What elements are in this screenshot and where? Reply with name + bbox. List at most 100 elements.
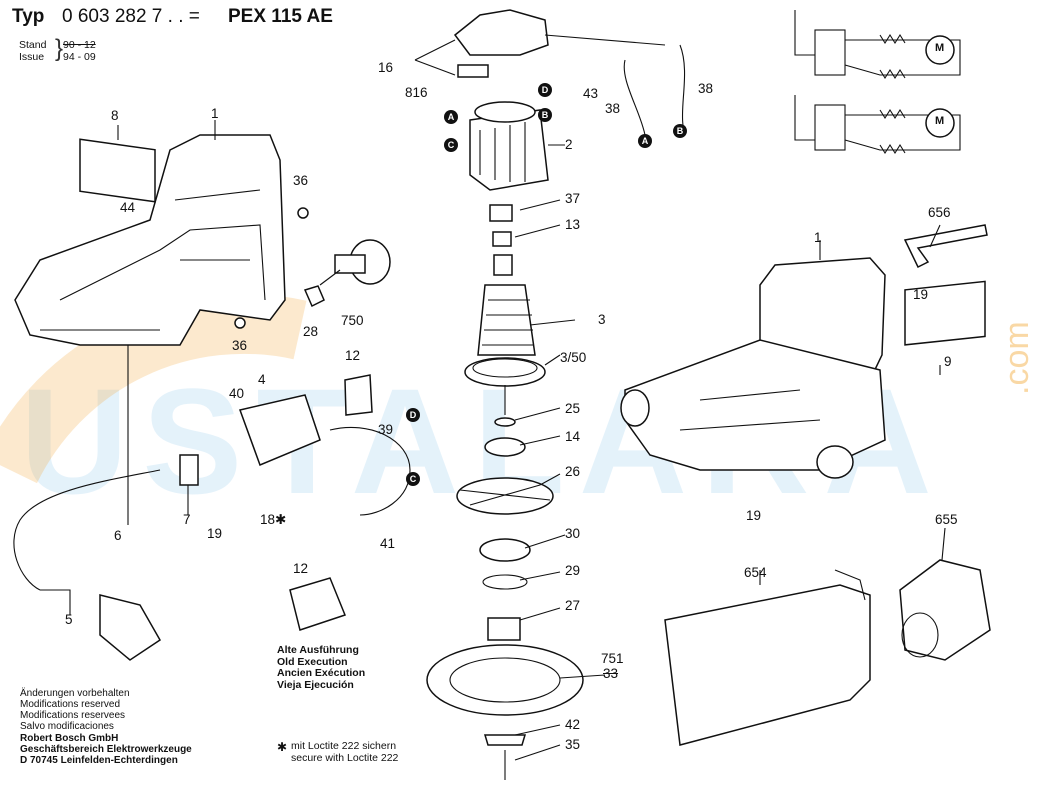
changes-note-line: Salvo modificaciones	[20, 721, 114, 732]
part-28	[303, 285, 325, 308]
callout-816: 816	[405, 85, 428, 100]
callout-656: 656	[928, 205, 951, 220]
callout-39: 39	[378, 422, 394, 437]
company-address: Robert Bosch GmbH Geschäftsbereich Elekt…	[20, 733, 192, 766]
badge-c-switch: C	[406, 472, 420, 486]
washer-36a	[297, 207, 309, 219]
badge-d-switch: D	[406, 408, 420, 422]
issue-value: 94 - 09	[63, 51, 96, 63]
old-execution-note: Alte Ausführung Old Execution Ancien Exé…	[277, 644, 366, 691]
stand-value: 90 - 12	[63, 39, 96, 51]
callout-13: 13	[565, 217, 581, 232]
callout-29: 29	[565, 563, 581, 578]
changes-note: Änderungen vorbehalten Modifications res…	[20, 688, 130, 732]
callout-6: 6	[114, 528, 122, 543]
wiring-diagram-b	[794, 95, 961, 155]
loctite-note-line: mit Loctite 222 sichern	[291, 740, 397, 752]
badge-b-motor: B	[538, 108, 552, 122]
wire-38-b	[679, 44, 686, 126]
stand-label: Stand	[19, 39, 47, 51]
header-part-number: 0 603 282 7 . . =	[62, 6, 200, 27]
callout-26: 26	[565, 464, 581, 479]
badge-a-motor: A	[444, 110, 458, 124]
callout-18: 18✱	[260, 512, 287, 527]
callout-27: 27	[565, 598, 581, 613]
callout-12-top: 12	[345, 348, 361, 363]
header-model: PEX 115 AE	[228, 6, 333, 27]
callout-33: 33	[603, 666, 619, 681]
leader-lines	[40, 120, 946, 761]
callout-19-a: 19	[207, 526, 223, 541]
company-line: Robert Bosch GmbH	[20, 733, 119, 744]
callout-30: 30	[565, 526, 581, 541]
changes-note-line: Modifications reservees	[20, 710, 126, 721]
wiring-diagram-a	[794, 10, 961, 80]
old-execution-line: Alte Ausführung	[277, 644, 359, 656]
header-brace: }	[55, 35, 64, 62]
callout-654: 654	[744, 565, 767, 580]
callout-8: 8	[111, 108, 119, 123]
motor-label-b: M	[935, 115, 945, 127]
adapter-655	[899, 559, 991, 661]
callout-3-50: 3/50	[560, 350, 587, 365]
loctite-note-line: secure with Loctite 222	[291, 751, 399, 764]
knob-750	[319, 239, 391, 286]
label-plate-8	[79, 138, 156, 203]
assembled-sander	[620, 257, 986, 479]
badge-b-wire: B	[673, 124, 687, 138]
old-execution-line: Vieja Ejecución	[277, 678, 354, 691]
callout-2: 2	[565, 137, 573, 152]
callout-1-right: 1	[814, 230, 822, 245]
old-execution-line: Old Execution	[277, 655, 348, 668]
callout-750: 750	[341, 313, 364, 328]
callout-9: 9	[944, 354, 952, 369]
changes-note-line: Modifications reserved	[20, 699, 121, 710]
label-plate-9	[904, 280, 986, 346]
callout-40: 40	[229, 386, 245, 401]
watermark-arc	[0, 293, 307, 484]
callout-43: 43	[583, 86, 599, 101]
callout-19-b: 19	[913, 287, 929, 302]
brush-holder-16	[453, 9, 549, 56]
loctite-symbol: ✱	[277, 740, 288, 754]
callout-751: 751	[601, 651, 624, 666]
armature-stack	[426, 204, 584, 780]
callout-7: 7	[183, 512, 191, 527]
loctite-note: mit Loctite 222 sichern secure with Loct…	[291, 740, 399, 764]
company-line: D 70745 Leinfelden-Echterdingen	[20, 755, 178, 766]
callout-19-c: 19	[746, 508, 762, 523]
header-typ-label: Typ	[12, 6, 45, 27]
callout-4: 4	[258, 372, 266, 387]
issue-label: Issue	[19, 51, 45, 63]
company-line: Geschäftsbereich Elektrowerkzeuge	[20, 744, 192, 755]
badge-c-motor: C	[444, 138, 458, 152]
field-coil-2	[469, 101, 549, 191]
callout-655: 655	[935, 512, 958, 527]
callout-38-b: 38	[698, 81, 714, 96]
callout-38-a: 38	[605, 101, 621, 116]
callout-14: 14	[565, 429, 581, 444]
badge-d-motor: D	[538, 83, 552, 97]
callout-42: 42	[565, 717, 581, 732]
callout-44: 44	[120, 200, 136, 215]
callout-36-b: 36	[232, 338, 248, 353]
callout-35: 35	[565, 737, 581, 752]
callout-36-a: 36	[293, 173, 309, 188]
washer-36b	[234, 317, 246, 329]
hex-key-656	[903, 224, 988, 269]
loctite-marker: ✱	[275, 512, 287, 527]
callout-3: 3	[598, 312, 606, 327]
callout-41: 41	[380, 536, 396, 551]
badge-a-wire: A	[638, 134, 652, 148]
callout-37: 37	[565, 191, 581, 206]
housing-shell-left	[14, 134, 286, 346]
callout-1-left: 1	[211, 106, 219, 121]
dust-bag-654	[664, 584, 871, 746]
changes-note-line: Änderungen vorbehalten	[20, 688, 130, 699]
old-execution-line: Ancien Exécution	[277, 667, 366, 679]
callout-5: 5	[65, 612, 73, 627]
callout-25: 25	[565, 401, 581, 416]
motor-label-a: M	[935, 42, 945, 54]
